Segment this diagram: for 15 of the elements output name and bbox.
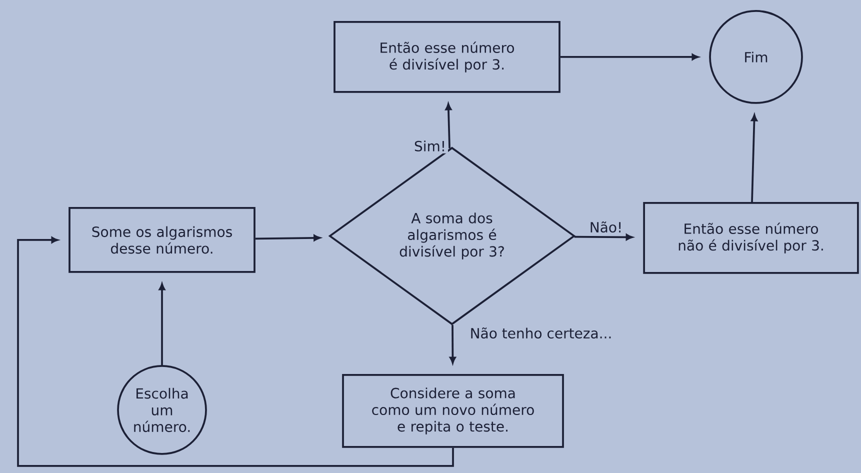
edge-label: Não! <box>587 219 625 235</box>
arrow <box>450 325 456 364</box>
arrow <box>574 234 633 240</box>
arrow <box>158 283 166 366</box>
arrow <box>560 54 699 60</box>
edge-label: Não tenho certeza... <box>468 325 614 341</box>
arrow <box>751 114 758 202</box>
process-box: Considere a soma como um novo número e repita o teste. <box>342 374 564 448</box>
arrow <box>445 103 452 148</box>
edge-label: Sim! <box>412 138 448 154</box>
arrow <box>17 236 454 467</box>
process-box: Então esse número é divisível por 3. <box>334 21 560 93</box>
process-box: Some os algarismos desse número. <box>68 207 256 273</box>
arrow <box>255 234 320 242</box>
process-box: Então esse número não é divisível por 3. <box>643 202 859 274</box>
